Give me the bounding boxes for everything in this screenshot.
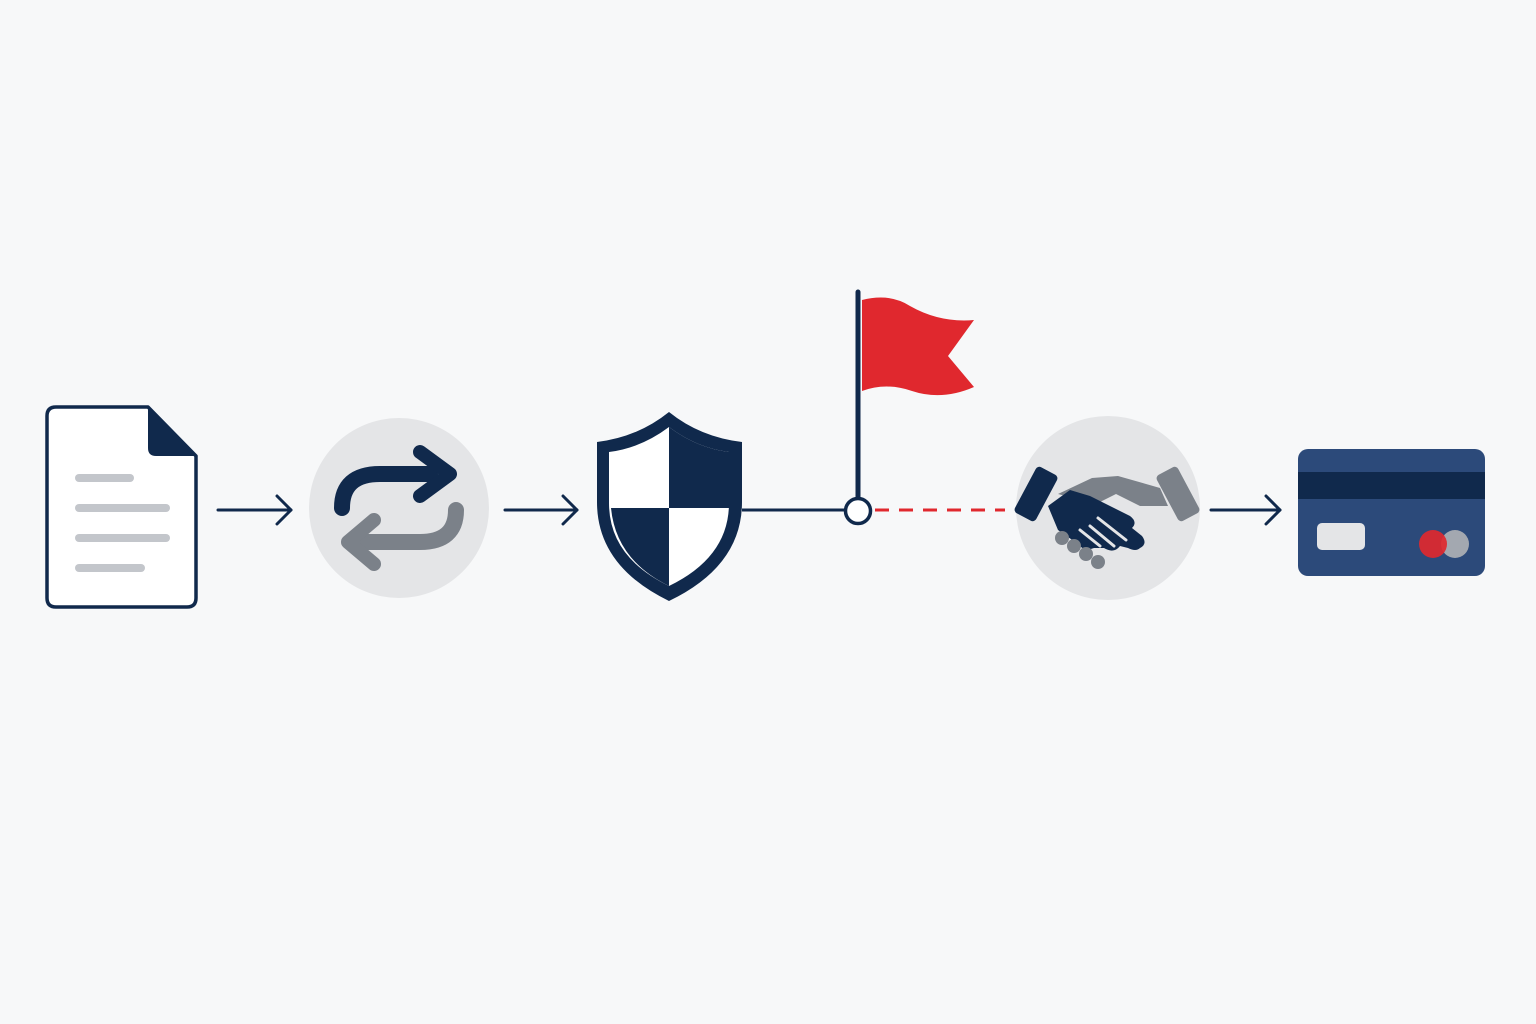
document-icon bbox=[45, 405, 198, 609]
card-chip bbox=[1317, 523, 1365, 550]
connector-arrow bbox=[1209, 494, 1282, 526]
connector-arrow bbox=[216, 494, 293, 526]
shield-icon bbox=[597, 412, 742, 601]
red-flag-icon bbox=[843, 289, 974, 526]
connector-arrow bbox=[503, 494, 579, 526]
exchange-arrows-icon bbox=[309, 418, 489, 598]
credit-card-icon bbox=[1298, 449, 1485, 576]
handshake-icon bbox=[1014, 416, 1200, 600]
checkpoint-node bbox=[843, 496, 873, 526]
card-logo-circle bbox=[1441, 530, 1469, 558]
card-logo-circle bbox=[1419, 530, 1447, 558]
